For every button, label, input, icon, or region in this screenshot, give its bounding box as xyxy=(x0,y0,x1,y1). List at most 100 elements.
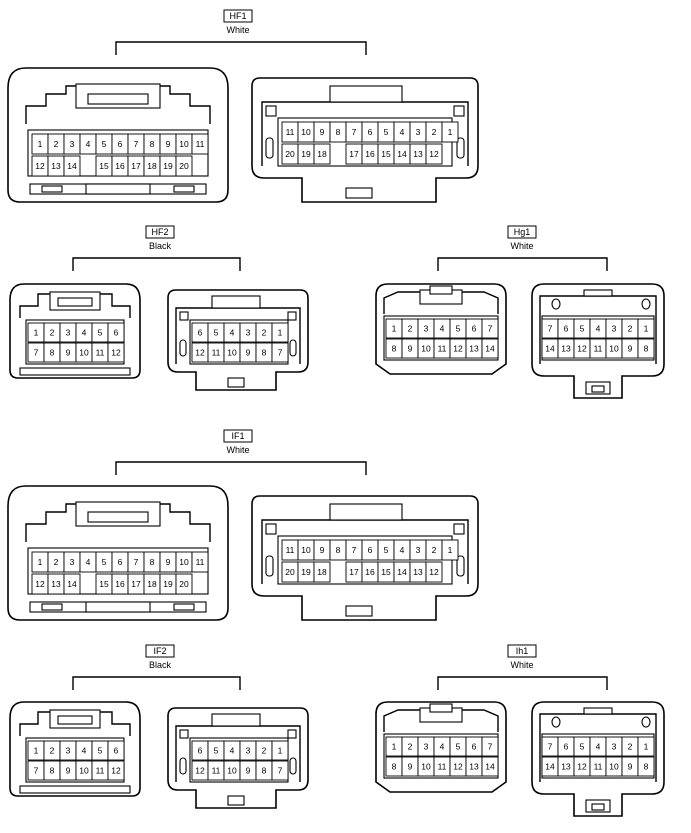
pin-box xyxy=(637,736,655,757)
pin-box xyxy=(271,740,289,761)
pin-cell: 10 xyxy=(605,338,623,359)
pin-number: 4 xyxy=(596,742,601,752)
pin-number: 8 xyxy=(50,348,55,358)
pin-cell: 2 xyxy=(47,133,65,155)
pin-cell: 14 xyxy=(481,338,499,359)
pin-cell: 1 xyxy=(441,121,459,143)
guide-slot xyxy=(289,339,297,357)
pin-cell: 5 xyxy=(95,133,113,155)
pin-cell: 6 xyxy=(361,539,379,561)
lock-latch xyxy=(583,707,613,715)
guide-slot xyxy=(265,137,274,159)
pin-box xyxy=(175,573,193,595)
pin-cell: 11 xyxy=(207,342,225,363)
pin-cell: 2 xyxy=(43,740,61,761)
pin-cell: 1 xyxy=(271,322,289,343)
pin-number: 12 xyxy=(35,579,45,589)
pin-number: 7 xyxy=(34,348,39,358)
pin-cell: 5 xyxy=(91,740,109,761)
pin-number: 10 xyxy=(421,344,431,354)
pin-cell: 6 xyxy=(107,322,125,343)
pin-number: 2 xyxy=(628,324,633,334)
guide-slot xyxy=(179,757,187,775)
pin-cell: 17 xyxy=(127,573,145,595)
pin-number: 6 xyxy=(368,545,373,555)
pin-cell: 14 xyxy=(393,143,411,165)
pin-number: 13 xyxy=(413,149,423,159)
pin-number: 18 xyxy=(317,567,327,577)
pin-number: 4 xyxy=(82,328,87,338)
pin-box xyxy=(271,322,289,343)
pin-cell: 3 xyxy=(59,740,77,761)
pin-cell: 1 xyxy=(27,322,45,343)
pin-number: 2 xyxy=(262,328,267,338)
pin-box xyxy=(481,318,499,339)
connector-color: White xyxy=(510,660,533,670)
pin-cell: 7 xyxy=(345,539,363,561)
pin-number: 9 xyxy=(408,762,413,772)
pin-cell: 3 xyxy=(59,322,77,343)
pin-cell: 1 xyxy=(637,736,655,757)
lock-latch xyxy=(329,85,403,103)
pin-cell: 4 xyxy=(589,736,607,757)
pin-cell: 7 xyxy=(541,736,559,757)
pin-number: 7 xyxy=(352,127,357,137)
pin-cell: 2 xyxy=(425,539,443,561)
pin-cell: 12 xyxy=(31,155,49,177)
pin-number: 13 xyxy=(469,762,479,772)
pin-cell: 3 xyxy=(239,740,257,761)
pin-number: 4 xyxy=(400,545,405,555)
pin-number: 5 xyxy=(580,742,585,752)
pin-cell: 12 xyxy=(449,338,467,359)
pin-number: 2 xyxy=(50,328,55,338)
pin-cell: 1 xyxy=(271,740,289,761)
pin-cell: 13 xyxy=(557,338,575,359)
pin-cell: 12 xyxy=(449,756,467,777)
pin-box xyxy=(637,756,655,777)
guide-slot xyxy=(287,311,297,321)
pin-number: 7 xyxy=(134,139,139,149)
pin-box xyxy=(637,338,655,359)
pin-cell: 7 xyxy=(541,318,559,339)
pin-number: 10 xyxy=(179,557,189,567)
pin-number: 8 xyxy=(262,348,267,358)
pin-cell: 9 xyxy=(159,551,177,573)
pin-number: 1 xyxy=(38,139,43,149)
guide-slot xyxy=(289,757,297,775)
pin-cell: 9 xyxy=(239,342,257,363)
pin-cell: 5 xyxy=(95,551,113,573)
pin-number: 7 xyxy=(548,324,553,334)
pin-cell: 2 xyxy=(425,121,443,143)
pin-number: 19 xyxy=(163,579,173,589)
pin-number: 1 xyxy=(448,545,453,555)
pin-cell: 4 xyxy=(589,318,607,339)
pin-number: 4 xyxy=(82,746,87,756)
pin-cell: 7 xyxy=(127,551,145,573)
lock-tab xyxy=(429,703,453,713)
pin-number: 13 xyxy=(51,161,61,171)
guide-slot xyxy=(265,555,274,577)
pin-cell: 6 xyxy=(557,736,575,757)
pin-cell: 8 xyxy=(329,121,347,143)
pin-number: 4 xyxy=(230,746,235,756)
pin-cell: 17 xyxy=(127,155,145,177)
pin-cell: 13 xyxy=(409,561,427,583)
pin-number: 2 xyxy=(408,324,413,334)
pin-number: 2 xyxy=(50,746,55,756)
pin-number: 10 xyxy=(301,127,311,137)
guide-slot xyxy=(179,311,189,321)
pin-cell: 2 xyxy=(621,736,639,757)
pin-number: 6 xyxy=(118,557,123,567)
pin-number: 7 xyxy=(134,557,139,567)
pin-number: 4 xyxy=(86,139,91,149)
guide-slot xyxy=(265,105,277,117)
pin-cell: 16 xyxy=(361,561,379,583)
pin-number: 14 xyxy=(67,579,77,589)
pin-number: 20 xyxy=(285,149,295,159)
pin-box xyxy=(481,756,499,777)
pin-number: 17 xyxy=(349,567,359,577)
pin-number: 13 xyxy=(51,579,61,589)
pin-cell: 11 xyxy=(589,756,607,777)
pin-number: 9 xyxy=(66,348,71,358)
pin-cell: 14 xyxy=(541,338,559,359)
